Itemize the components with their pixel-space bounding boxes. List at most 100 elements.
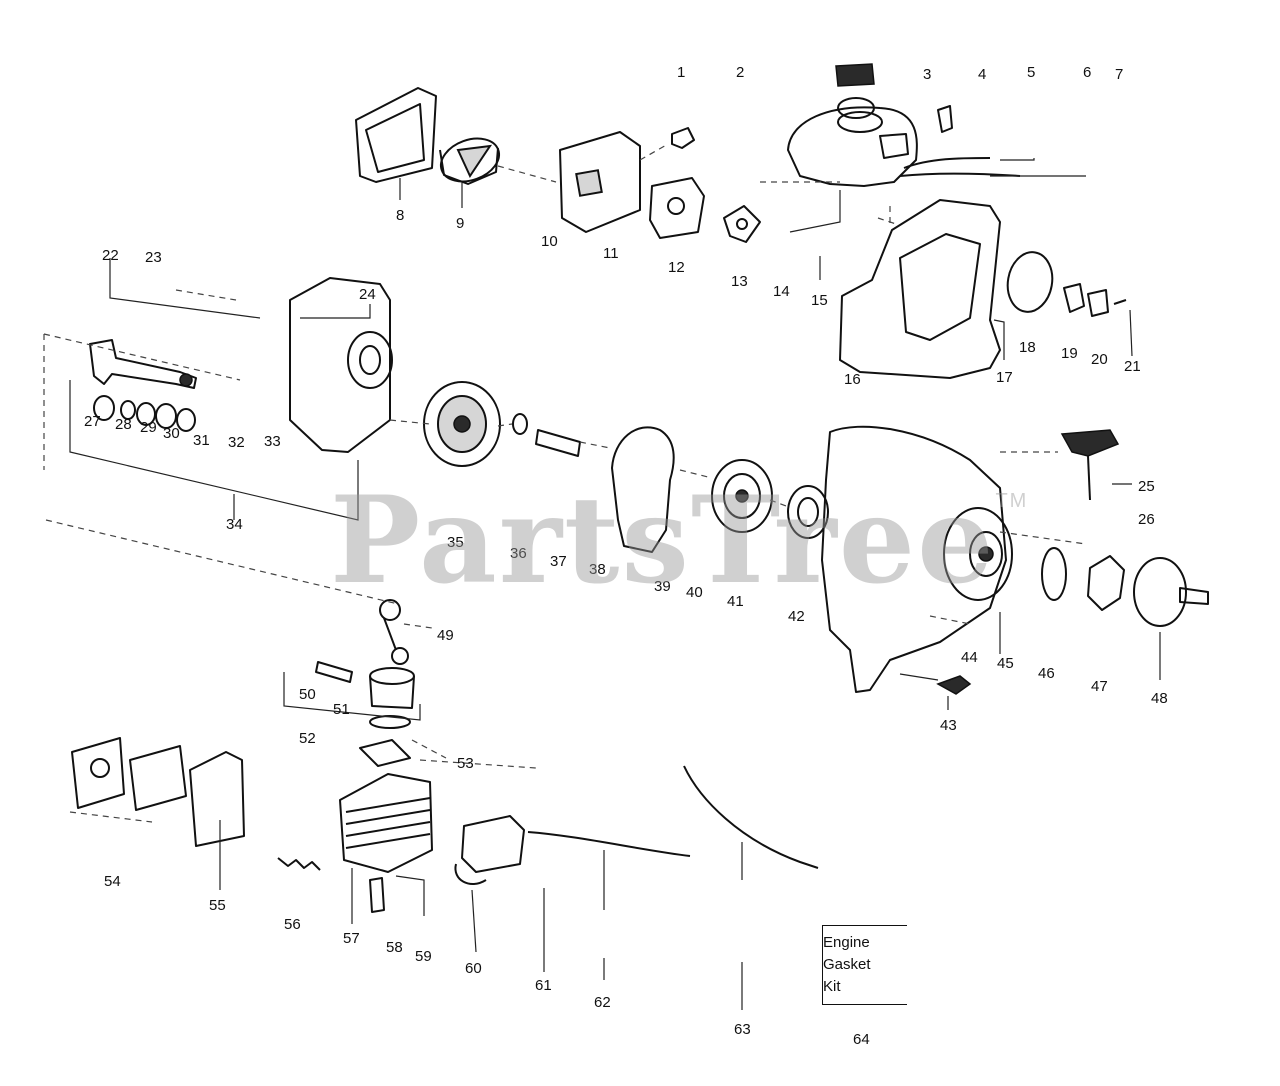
spring-56-part — [277, 857, 321, 871]
rewind-cover-part — [611, 426, 675, 553]
callout-37: 37 — [550, 553, 567, 570]
callout-4: 4 — [978, 66, 986, 83]
carburetor-base-part — [559, 131, 641, 233]
callout-43: 43 — [940, 717, 957, 734]
callout-56: 56 — [284, 916, 301, 933]
callout-6: 6 — [1083, 64, 1091, 81]
callout-62: 62 — [594, 994, 611, 1011]
drive-shaft-part — [89, 339, 197, 389]
gasket-53-part — [359, 739, 411, 767]
callout-58: 58 — [386, 939, 403, 956]
air-box-54-part — [71, 737, 187, 811]
engine-shroud-part — [839, 199, 1001, 379]
callout-23: 23 — [145, 249, 162, 266]
clutch-drum-48-part — [1133, 557, 1209, 627]
callout-10: 10 — [541, 233, 558, 250]
callout-7: 7 — [1115, 66, 1123, 83]
callout-12: 12 — [668, 259, 685, 276]
callout-34: 34 — [226, 516, 243, 533]
grommet-part — [937, 105, 953, 133]
callout-55: 55 — [209, 897, 226, 914]
clutch-housing-part — [289, 277, 393, 453]
gasket-13-part — [723, 205, 761, 243]
callout-38: 38 — [589, 561, 606, 578]
o-ring-18-part — [1006, 251, 1054, 313]
callout-26: 26 — [1138, 511, 1155, 528]
callout-5: 5 — [1027, 64, 1035, 81]
callout-15: 15 — [811, 292, 828, 309]
throttle-trigger-part — [1060, 429, 1120, 501]
callout-44: 44 — [961, 649, 978, 666]
callout-11: 11 — [603, 245, 619, 262]
kit-line-3: Kit — [823, 978, 841, 995]
callout-30: 30 — [163, 425, 180, 442]
callout-8: 8 — [396, 207, 404, 224]
bearings-27-31 — [93, 395, 196, 432]
air-filter-cover-part — [355, 87, 437, 183]
callout-39: 39 — [654, 578, 671, 595]
piston-part — [369, 667, 415, 709]
callout-3: 3 — [923, 66, 931, 83]
shaft-37-part — [535, 429, 581, 457]
spark-plug-58-part — [369, 877, 385, 913]
callout-20: 20 — [1091, 351, 1108, 368]
callout-63: 63 — [734, 1021, 751, 1038]
small-parts-19-21 — [1063, 283, 1127, 317]
cable-63-part — [683, 765, 819, 869]
callout-59: 59 — [415, 948, 432, 965]
callout-61: 61 — [535, 977, 552, 994]
callout-1: 1 — [677, 64, 685, 81]
callout-42: 42 — [788, 608, 805, 625]
callout-50: 50 — [299, 686, 316, 703]
callout-53: 53 — [457, 755, 474, 772]
callout-16: 16 — [844, 371, 861, 388]
callout-51: 51 — [333, 701, 350, 718]
callout-60: 60 — [465, 960, 482, 977]
callout-24: 24 — [359, 286, 376, 303]
callout-18: 18 — [1019, 339, 1036, 356]
flywheel-part — [423, 381, 501, 467]
callout-36: 36 — [510, 545, 527, 562]
callout-14: 14 — [773, 283, 790, 300]
callout-57: 57 — [343, 930, 360, 947]
engine-gasket-kit-box: Engine Gasket Kit — [822, 925, 907, 1005]
callout-17: 17 — [996, 369, 1013, 386]
callout-2: 2 — [736, 64, 744, 81]
ignition-coil-part — [454, 815, 525, 885]
callout-9: 9 — [456, 215, 464, 232]
fuel-line-part — [899, 157, 1021, 177]
clutch-47-part — [1087, 555, 1125, 611]
callout-35: 35 — [447, 534, 464, 551]
callout-31: 31 — [193, 432, 210, 449]
callout-48: 48 — [1151, 690, 1168, 707]
disc-46-part — [1041, 547, 1067, 601]
kit-line-1: Engine — [823, 934, 870, 951]
callout-49: 49 — [437, 627, 454, 644]
kit-line-2: Gasket — [823, 956, 871, 973]
callout-28: 28 — [115, 416, 132, 433]
leader-lines — [43, 143, 1161, 1010]
callout-45: 45 — [997, 655, 1014, 672]
callout-labels: 1 2 3 4 5 6 7 8 9 10 11 12 13 14 15 16 1… — [84, 64, 1168, 1048]
callout-64: 64 — [853, 1031, 870, 1048]
callout-22: 22 — [102, 247, 119, 264]
connecting-rod-part — [379, 599, 409, 665]
callout-54: 54 — [104, 873, 121, 890]
callout-47: 47 — [1091, 678, 1108, 695]
callout-27: 27 — [84, 413, 101, 430]
cylinder-part — [339, 773, 433, 873]
callout-33: 33 — [264, 433, 281, 450]
callout-25: 25 — [1138, 478, 1155, 495]
engine-housing-part — [821, 425, 1013, 693]
spring-42-part — [787, 485, 829, 539]
callout-19: 19 — [1061, 345, 1078, 362]
callout-40: 40 — [686, 584, 703, 601]
callout-21: 21 — [1124, 358, 1141, 375]
carburetor-part — [649, 177, 705, 239]
pulley-41-part — [711, 459, 773, 533]
filter-plate-55-part — [189, 751, 245, 847]
fuel-tank-part — [787, 106, 918, 187]
ring-52-part — [369, 715, 411, 729]
piston-pin-part — [315, 661, 353, 683]
